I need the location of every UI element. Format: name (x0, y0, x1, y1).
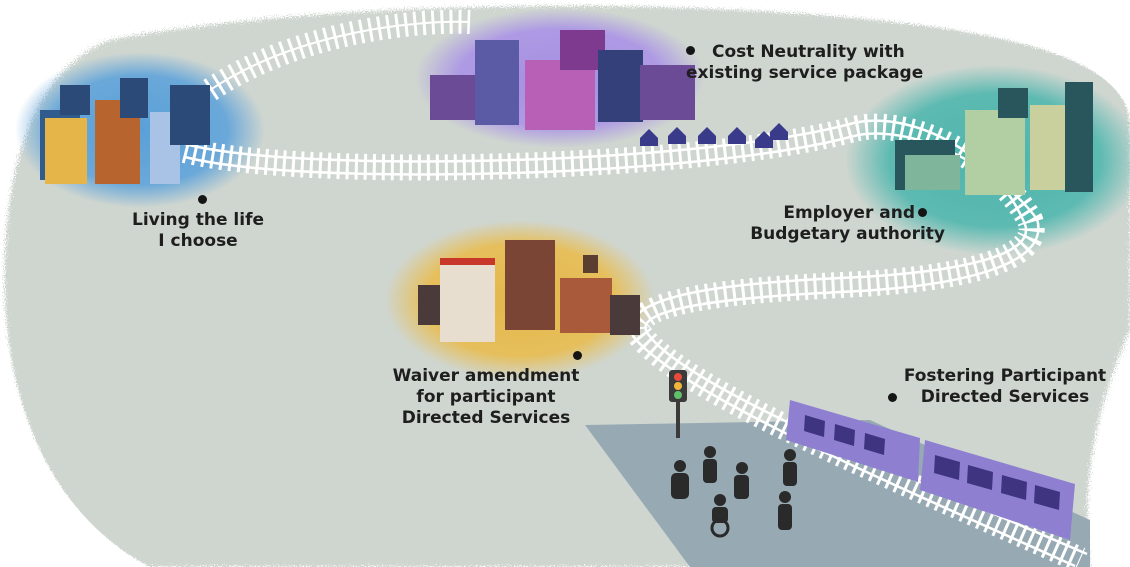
people-group (671, 446, 797, 538)
employer-stop-label: Employer and Budgetary authority (740, 203, 945, 245)
purple-city (430, 30, 788, 148)
cost-stop-line1: Cost Neutrality with (712, 42, 905, 62)
waiver-stop-label: Waiver amendment for participant Directe… (366, 366, 606, 429)
train (786, 400, 1075, 540)
waiver-stop-dot (573, 351, 582, 360)
waiver-stop-line3: Directed Services (401, 408, 571, 428)
teal-city (895, 82, 1093, 195)
employer-stop-line2: Budgetary authority (750, 224, 945, 244)
living-stop-line1: Living the life (131, 210, 264, 230)
employer-stop-line1: Employer and (783, 203, 915, 223)
fostering-stop-line1: Fostering Participant (903, 366, 1107, 386)
living-stop-line2: I choose (158, 231, 238, 251)
traffic-light (669, 370, 687, 438)
fostering-stop-line2: Directed Services (920, 387, 1090, 407)
waiver-stop-line2: for participant (416, 387, 556, 407)
railway-track (181, 9, 1088, 567)
cost-stop-line2: existing service package (686, 63, 924, 83)
living-stop-label: Living the life I choose (118, 210, 278, 252)
waiver-stop-line1: Waiver amendment (392, 366, 580, 386)
fostering-stop-dot (888, 393, 897, 402)
fostering-stop-label: Fostering Participant Directed Services (880, 366, 1130, 408)
living-stop-dot (198, 195, 207, 204)
blue-city (40, 78, 210, 184)
cost-stop-dot (686, 46, 695, 55)
employer-stop-dot (918, 208, 927, 217)
gold-city (418, 240, 640, 342)
cost-stop-label: Cost Neutrality with existing service pa… (686, 42, 976, 84)
